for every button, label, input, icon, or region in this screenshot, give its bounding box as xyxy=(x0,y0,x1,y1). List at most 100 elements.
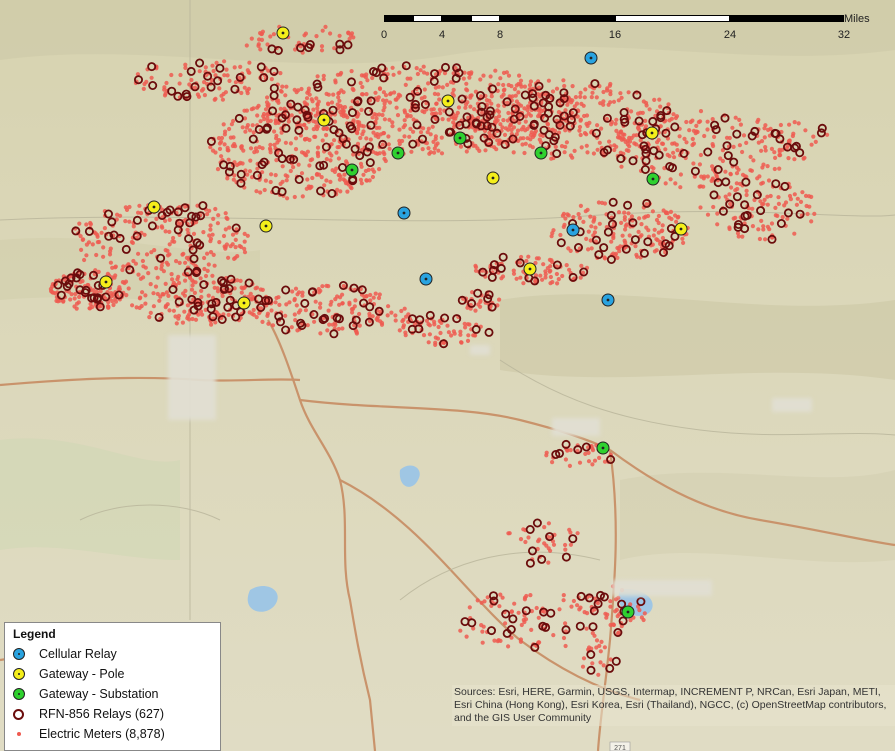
relay-marker[interactable] xyxy=(289,154,299,164)
relay-marker[interactable] xyxy=(611,656,621,666)
relay-marker[interactable] xyxy=(343,40,353,50)
relay-marker[interactable] xyxy=(368,67,378,77)
relay-marker[interactable] xyxy=(550,132,560,142)
relay-marker[interactable] xyxy=(632,90,642,100)
relay-marker[interactable] xyxy=(502,628,512,638)
relay-marker[interactable] xyxy=(199,280,209,290)
relay-marker[interactable] xyxy=(234,113,244,123)
relay-marker[interactable] xyxy=(709,190,719,200)
relay-marker[interactable] xyxy=(528,89,538,99)
relay-marker[interactable] xyxy=(132,215,142,225)
relay-marker[interactable] xyxy=(502,97,512,107)
relay-marker[interactable] xyxy=(528,93,538,103)
relay-marker[interactable] xyxy=(457,295,467,305)
relay-marker[interactable] xyxy=(313,82,323,92)
relay-marker[interactable] xyxy=(350,144,360,154)
relay-marker[interactable] xyxy=(455,120,465,130)
relay-marker[interactable] xyxy=(496,263,506,273)
relay-marker[interactable] xyxy=(476,121,486,131)
relay-marker[interactable] xyxy=(180,203,190,213)
relay-marker[interactable] xyxy=(154,312,164,322)
relay-marker[interactable] xyxy=(605,663,615,673)
relay-marker[interactable] xyxy=(230,84,240,94)
relay-marker[interactable] xyxy=(552,149,562,159)
relay-marker[interactable] xyxy=(341,139,351,149)
relay-marker[interactable] xyxy=(559,88,569,98)
relay-marker[interactable] xyxy=(133,75,143,85)
relay-marker[interactable] xyxy=(489,596,499,606)
relay-marker[interactable] xyxy=(308,287,318,297)
relay-marker[interactable] xyxy=(608,197,618,207)
relay-marker[interactable] xyxy=(551,449,561,459)
gateway-pole-marker[interactable] xyxy=(147,200,161,214)
relay-marker[interactable] xyxy=(196,211,206,221)
relay-marker[interactable] xyxy=(329,329,339,339)
relay-marker[interactable] xyxy=(92,294,102,304)
cellular-relay-marker[interactable] xyxy=(397,206,411,220)
relay-marker[interactable] xyxy=(256,62,266,72)
relay-marker[interactable] xyxy=(662,106,672,116)
relay-marker[interactable] xyxy=(457,94,467,104)
relay-marker[interactable] xyxy=(217,276,227,286)
relay-marker[interactable] xyxy=(616,154,626,164)
gateway-pole-marker[interactable] xyxy=(317,113,331,127)
relay-marker[interactable] xyxy=(479,133,489,143)
relay-marker[interactable] xyxy=(634,116,644,126)
relay-marker[interactable] xyxy=(256,302,266,312)
relay-marker[interactable] xyxy=(713,164,723,174)
relay-marker[interactable] xyxy=(529,101,539,111)
relay-marker[interactable] xyxy=(568,534,578,544)
relay-marker[interactable] xyxy=(206,82,216,92)
relay-marker[interactable] xyxy=(710,120,720,130)
relay-marker[interactable] xyxy=(639,248,649,258)
relay-marker[interactable] xyxy=(213,76,223,86)
relay-marker[interactable] xyxy=(771,179,781,189)
relay-marker[interactable] xyxy=(440,62,450,72)
relay-marker[interactable] xyxy=(296,318,306,328)
relay-marker[interactable] xyxy=(722,141,732,151)
relay-marker[interactable] xyxy=(439,339,449,349)
relay-marker[interactable] xyxy=(327,188,337,198)
relay-marker[interactable] xyxy=(659,247,669,257)
relay-marker[interactable] xyxy=(795,148,805,158)
relay-marker[interactable] xyxy=(271,185,281,195)
relay-marker[interactable] xyxy=(750,126,760,136)
relay-marker[interactable] xyxy=(537,554,547,564)
relay-marker[interactable] xyxy=(294,125,304,135)
relay-marker[interactable] xyxy=(732,192,742,202)
relay-marker[interactable] xyxy=(377,63,387,73)
relay-marker[interactable] xyxy=(478,267,488,277)
relay-marker[interactable] xyxy=(608,219,618,229)
relay-marker[interactable] xyxy=(740,200,750,210)
relay-marker[interactable] xyxy=(628,156,638,166)
relay-marker[interactable] xyxy=(670,122,680,132)
relay-marker[interactable] xyxy=(641,144,651,154)
relay-marker[interactable] xyxy=(740,211,750,221)
gateway-substation-marker[interactable] xyxy=(534,146,548,160)
relay-marker[interactable] xyxy=(365,158,375,168)
relay-marker[interactable] xyxy=(349,283,359,293)
relay-marker[interactable] xyxy=(741,177,751,187)
gateway-pole-marker[interactable] xyxy=(645,126,659,140)
relay-marker[interactable] xyxy=(273,46,283,56)
gateway-substation-marker[interactable] xyxy=(391,146,405,160)
relay-marker[interactable] xyxy=(795,209,805,219)
relay-marker[interactable] xyxy=(679,148,689,158)
gateway-pole-marker[interactable] xyxy=(259,219,273,233)
relay-marker[interactable] xyxy=(410,103,420,113)
relay-marker[interactable] xyxy=(534,81,544,91)
relay-marker[interactable] xyxy=(586,650,596,660)
relay-marker[interactable] xyxy=(521,606,531,616)
relay-marker[interactable] xyxy=(429,76,439,86)
relay-marker[interactable] xyxy=(425,310,435,320)
relay-marker[interactable] xyxy=(561,625,571,635)
relay-marker[interactable] xyxy=(378,139,388,149)
relay-marker[interactable] xyxy=(532,518,542,528)
relay-marker[interactable] xyxy=(203,71,213,81)
relay-marker[interactable] xyxy=(471,119,481,129)
relay-marker[interactable] xyxy=(648,116,658,126)
relay-marker[interactable] xyxy=(545,93,555,103)
relay-marker[interactable] xyxy=(484,290,494,300)
relay-marker[interactable] xyxy=(720,113,730,123)
relay-marker[interactable] xyxy=(574,242,584,252)
